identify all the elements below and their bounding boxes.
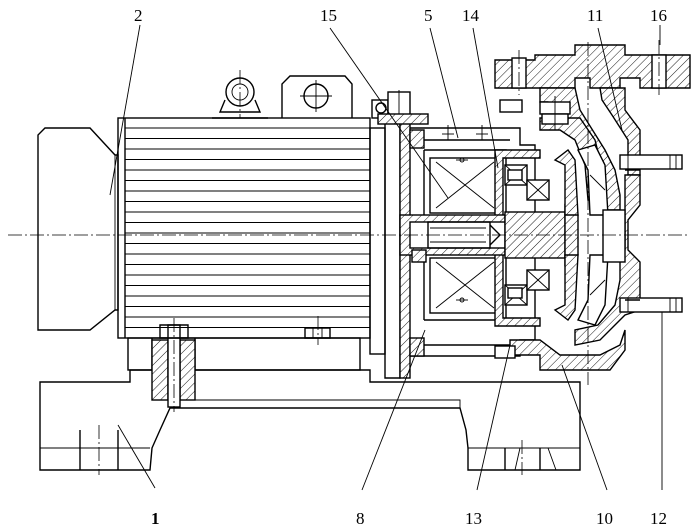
cooling-fins <box>125 127 370 328</box>
pump-casing <box>494 40 691 371</box>
label-part-1: 1 <box>151 509 160 528</box>
label-part-2: 2 <box>134 6 143 25</box>
motor <box>37 70 401 379</box>
label-part-5: 5 <box>424 6 433 25</box>
label-part-13: 13 <box>465 509 482 528</box>
leader-lines <box>109 24 663 491</box>
base-plate <box>39 369 581 475</box>
label-part-10: 10 <box>596 509 613 528</box>
label-part-15: 15 <box>320 6 337 25</box>
motor-feet <box>127 316 361 412</box>
center-lines <box>8 42 690 385</box>
magnet-coupling <box>423 149 541 327</box>
label-part-16: 16 <box>650 6 667 25</box>
label-part-11: 11 <box>587 6 603 25</box>
bearings <box>504 164 550 306</box>
label-part-12: 12 <box>650 509 667 528</box>
label-part-8: 8 <box>356 509 365 528</box>
part-labels: 2 15 5 14 11 16 1 8 13 10 12 <box>134 6 667 528</box>
label-part-14: 14 <box>462 6 480 25</box>
